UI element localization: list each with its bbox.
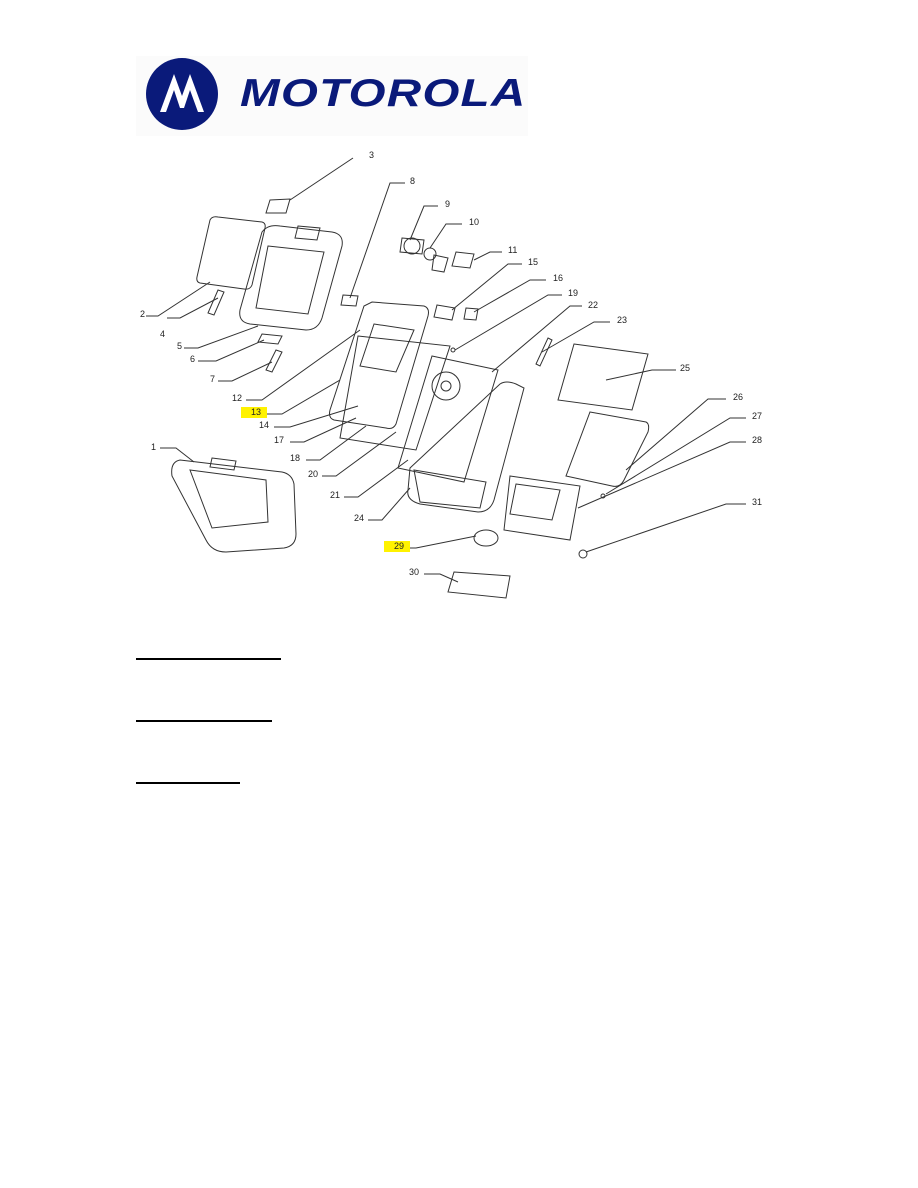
brand-wordmark: MOTOROLA	[240, 72, 527, 115]
part-callout-20: 20	[308, 469, 319, 479]
part-callout-10: 10	[469, 217, 480, 227]
phone-parts-drawing	[146, 157, 746, 599]
part-callout-7: 7	[210, 374, 216, 384]
part-callout-13: 13	[241, 407, 268, 418]
section-heading-underline-2	[136, 720, 272, 722]
part-callout-30: 30	[409, 567, 420, 577]
part-callout-28: 28	[752, 435, 763, 445]
part-callout-23: 23	[617, 315, 628, 325]
part-callout-15: 15	[528, 257, 539, 267]
part-callout-3: 3	[369, 150, 375, 160]
part-callout-29: 29	[384, 541, 411, 552]
part-callout-4: 4	[160, 329, 166, 339]
part-callout-9: 9	[445, 199, 451, 209]
part-callout-22: 22	[588, 300, 599, 310]
section-heading-underline-3	[136, 782, 240, 784]
part-callout-18: 18	[290, 453, 301, 463]
part-callout-21: 21	[330, 490, 341, 500]
part-callout-5: 5	[177, 341, 183, 351]
section-heading-underline-1	[136, 658, 281, 660]
part-callout-26: 26	[733, 392, 744, 402]
motorola-logo-icon	[146, 58, 218, 130]
part-callout-31: 31	[752, 497, 763, 507]
part-callout-12: 12	[232, 393, 243, 403]
part-callout-6: 6	[190, 354, 196, 364]
part-callout-1: 1	[151, 442, 157, 452]
part-callout-24: 24	[354, 513, 365, 523]
part-callout-27: 27	[752, 411, 763, 421]
part-callout-19: 19	[568, 288, 579, 298]
part-callout-25: 25	[680, 363, 691, 373]
part-callout-17: 17	[274, 435, 285, 445]
part-callout-8: 8	[410, 176, 416, 186]
part-callout-16: 16	[553, 273, 564, 283]
part-callout-14: 14	[259, 420, 270, 430]
part-callout-11: 11	[508, 245, 518, 255]
part-callout-2: 2	[140, 309, 146, 319]
